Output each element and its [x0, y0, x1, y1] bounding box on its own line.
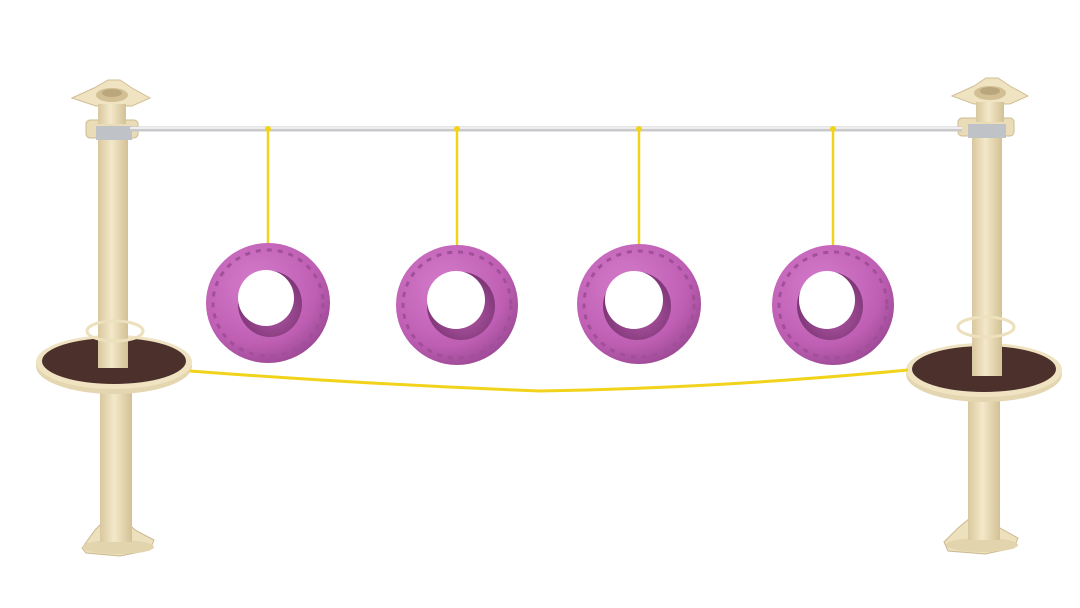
- left-post: [36, 79, 192, 557]
- tire-4: [772, 126, 894, 365]
- tire-1: [206, 126, 330, 363]
- tire-2: [396, 126, 518, 365]
- right-post: [906, 77, 1062, 555]
- tire-3: [577, 126, 701, 364]
- bottom-rope: [189, 368, 909, 393]
- top-cable: [130, 126, 962, 132]
